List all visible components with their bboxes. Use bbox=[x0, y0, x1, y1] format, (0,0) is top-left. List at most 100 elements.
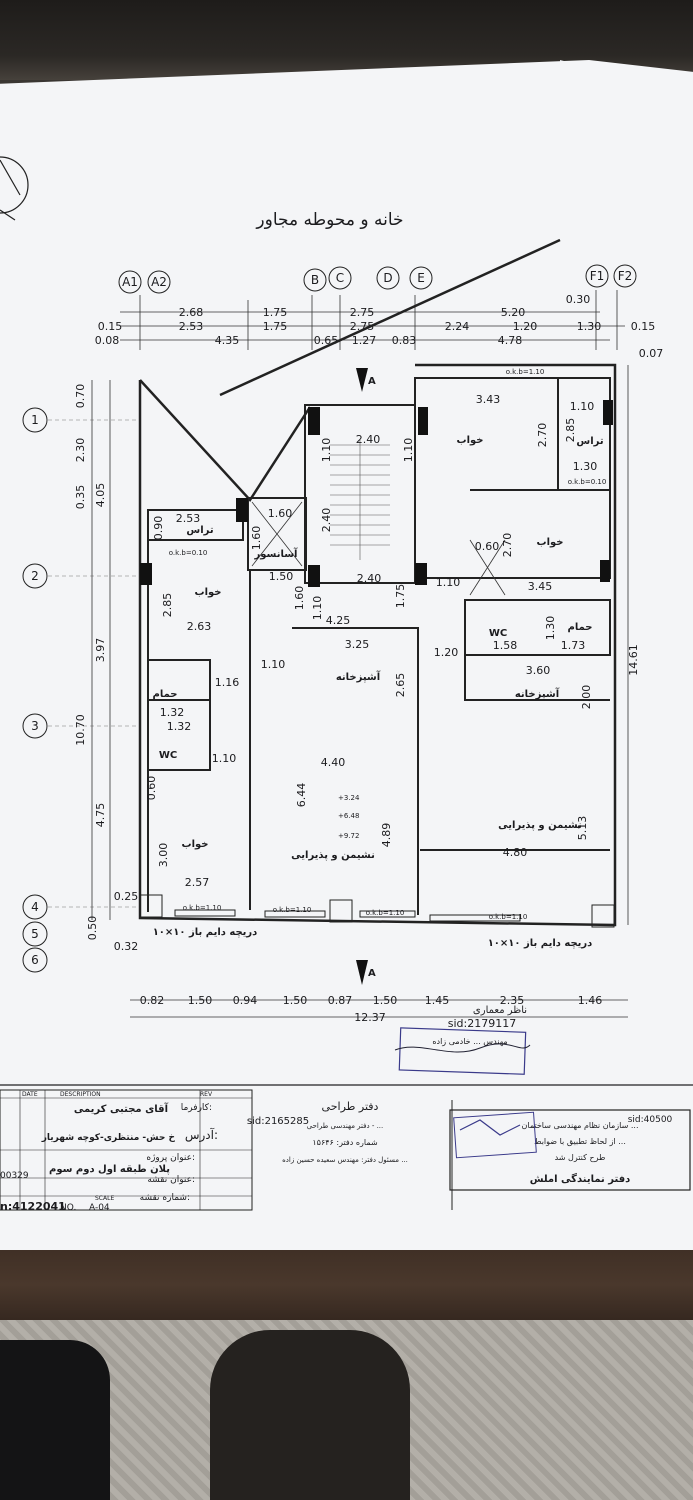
tb-office-line3: مسئول دفتر: مهندس سعیده حسین زاده ... bbox=[282, 1156, 408, 1164]
dim-in-ap: 2.00 bbox=[580, 685, 593, 710]
dim-in-aj: 1.10 bbox=[436, 576, 461, 589]
dim-in-ai: 2.70 bbox=[501, 533, 514, 558]
grid-circle-f1 bbox=[585, 264, 609, 288]
dim-in-u: 2.85 bbox=[161, 593, 174, 618]
grid-circle-6 bbox=[22, 947, 48, 973]
dim-in-af: 3.00 bbox=[157, 843, 170, 868]
dim-in-n: 1.50 bbox=[269, 570, 294, 583]
dim-top-2g: 1.30 bbox=[577, 320, 602, 333]
okb-label-5: o.k.b=1.10 bbox=[273, 906, 312, 914]
dim-in-l: 2.53 bbox=[176, 512, 201, 525]
grid-circle-3 bbox=[22, 713, 48, 739]
window-note-right: دریچه دایم باز ۱۰×۱۰ bbox=[488, 938, 593, 949]
dim-in-a: 3.43 bbox=[476, 393, 501, 406]
tb-header-date: DATE bbox=[22, 1091, 38, 1098]
tb-project-label: عنوان پروژه: bbox=[146, 1153, 195, 1163]
room-wc-right: WC bbox=[489, 628, 507, 639]
dim-top-3b: 4.35 bbox=[215, 334, 240, 347]
dim-in-ao: 3.60 bbox=[526, 664, 551, 677]
dim-left-1: 0.70 bbox=[74, 384, 87, 409]
title-block bbox=[0, 1084, 693, 1211]
grid-circle-f2 bbox=[613, 264, 637, 288]
dim-in-an: 1.20 bbox=[434, 646, 459, 659]
dim-in-f: 2.40 bbox=[356, 433, 381, 446]
dim-bottom-3: 0.94 bbox=[233, 994, 258, 1007]
tb-org-sid: sid:40500 bbox=[628, 1115, 673, 1125]
dim-top-3f: 4.78 bbox=[498, 334, 523, 347]
grid-circle-a1 bbox=[118, 270, 142, 294]
dim-in-q: 1.10 bbox=[311, 596, 324, 621]
dim-in-ac: 6.44 bbox=[295, 783, 308, 808]
dim-top-3e: 0.83 bbox=[392, 334, 417, 347]
dim-top-1e: 0.30 bbox=[566, 293, 591, 306]
okb-label-3: o.k.b=0.10 bbox=[169, 549, 208, 557]
dim-top-1a: 2.68 bbox=[179, 306, 204, 319]
dim-in-y: 1.32 bbox=[160, 706, 185, 719]
dim-top-2f: 1.20 bbox=[513, 320, 538, 333]
grid-label-6: 6 bbox=[31, 953, 39, 967]
room-bedroom-right: خواب bbox=[537, 537, 564, 548]
dim-in-ad: 4.89 bbox=[380, 823, 393, 848]
grid-circle-5 bbox=[22, 921, 48, 947]
dim-in-aq: 4.80 bbox=[503, 846, 528, 859]
dim-bottom-1: 0.82 bbox=[140, 994, 165, 1007]
svg-text:A: A bbox=[368, 376, 376, 387]
tb-header-desc: DESCRIPTION bbox=[60, 1091, 101, 1098]
elev-label-2: +6.48 bbox=[338, 812, 359, 820]
dim-in-ak: 1.58 bbox=[493, 639, 518, 652]
dim-top-1d: 5.20 bbox=[501, 306, 526, 319]
dim-in-p: 1.60 bbox=[293, 586, 306, 611]
dim-in-x: 1.10 bbox=[261, 658, 286, 671]
tb-address-label: آدرس: bbox=[185, 1127, 218, 1143]
shoe-shape bbox=[0, 1340, 110, 1500]
dim-top-2c: 1.75 bbox=[263, 320, 288, 333]
okb-label-7: o.k.b=1.10 bbox=[489, 913, 528, 921]
dim-top-2h: 0.15 bbox=[631, 320, 656, 333]
tb-code-mid: 00329 bbox=[0, 1171, 29, 1181]
room-bedroom-left: خواب bbox=[195, 587, 222, 598]
tb-code-left: n:4122041 bbox=[0, 1200, 66, 1213]
dim-in-s: 4.25 bbox=[326, 614, 351, 627]
stamp-title: ناظر معماری bbox=[473, 1005, 527, 1016]
grid-label-c: C bbox=[336, 271, 344, 285]
dim-bottom-2: 1.50 bbox=[188, 994, 213, 1007]
tb-office-sid: sid:2165285 bbox=[247, 1116, 309, 1127]
room-kitchen-middle: آشپزخانه bbox=[336, 670, 381, 683]
dim-top-3g: 0.07 bbox=[639, 347, 664, 360]
dim-right-total: 14.61 bbox=[627, 644, 640, 676]
dim-in-h: 1.10 bbox=[402, 438, 415, 463]
grid-label-3: 3 bbox=[31, 719, 39, 733]
dim-left-8: 0.25 bbox=[114, 890, 139, 903]
elev-label-3: +9.72 bbox=[338, 832, 359, 840]
dim-in-ah: 3.45 bbox=[528, 580, 553, 593]
dim-top-3d: 1.27 bbox=[352, 334, 377, 347]
dim-in-ag: 2.57 bbox=[185, 876, 210, 889]
stamp-sid: sid:2179117 bbox=[448, 1017, 516, 1030]
tb-drawing: پلان طبقه اول دوم سوم bbox=[49, 1164, 170, 1175]
dim-top-1b: 1.75 bbox=[263, 306, 288, 319]
dim-left-6: 10.70 bbox=[74, 714, 87, 746]
tb-no-label: NO. bbox=[60, 1203, 76, 1213]
room-terrace-left: تراس bbox=[186, 525, 213, 536]
dim-in-w: 1.16 bbox=[215, 676, 240, 689]
dim-in-am: 1.30 bbox=[544, 616, 557, 641]
dim-left-4: 4.05 bbox=[94, 483, 107, 508]
tb-drawing-label: عنوان نقشه: bbox=[147, 1175, 195, 1185]
dim-in-r: 1.75 bbox=[394, 584, 407, 609]
section-marker-bottom-icon: A bbox=[356, 960, 376, 985]
room-terrace-top-right: تراس bbox=[576, 436, 603, 447]
dim-in-ar: 5.13 bbox=[576, 816, 589, 841]
dim-top-1c: 2.75 bbox=[350, 306, 375, 319]
okb-label-6: o.k.b=1.10 bbox=[366, 909, 405, 917]
dim-top-3c: 0.65 bbox=[314, 334, 339, 347]
dim-in-ab: 4.40 bbox=[321, 756, 346, 769]
dim-in-c: 2.70 bbox=[536, 423, 549, 448]
dim-in-m: 0.90 bbox=[152, 516, 165, 541]
dim-bottom-8: 2.35 bbox=[500, 994, 525, 1007]
dim-top-2e: 2.24 bbox=[445, 320, 470, 333]
grid-circle-d bbox=[376, 266, 400, 290]
grid-label-5: 5 bbox=[31, 927, 39, 941]
dim-left-7: 4.75 bbox=[94, 803, 107, 828]
dim-in-j: 1.60 bbox=[268, 507, 293, 520]
